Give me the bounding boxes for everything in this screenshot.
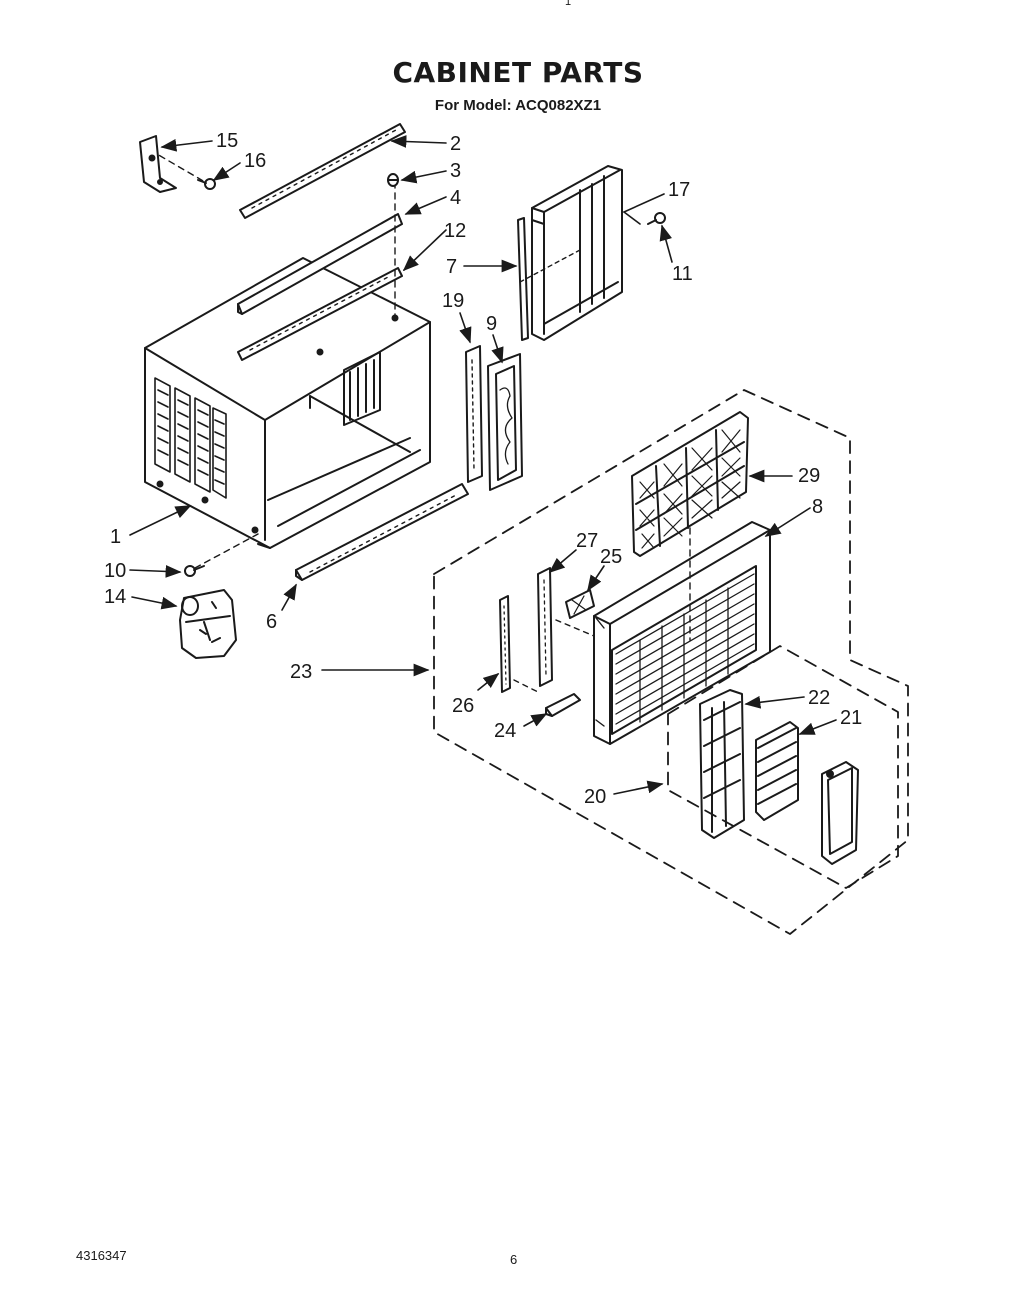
label-part: [565, 589, 595, 619]
foam-panel-part: [487, 353, 523, 491]
foam-block-part: [545, 693, 581, 717]
callout-25: 25: [600, 546, 622, 568]
side-curtain-frame-part: [517, 165, 623, 341]
callout-8: 8: [812, 496, 823, 518]
callout-29: 29: [798, 465, 820, 487]
front-grille-part: [593, 521, 771, 745]
callout-6: 6: [266, 611, 277, 633]
callout-22: 22: [808, 687, 830, 709]
callout-4: 4: [450, 187, 461, 209]
side-gasket-part: [465, 345, 483, 483]
vertical-gasket-part: [537, 567, 553, 687]
foam-strip-part: [499, 595, 511, 693]
air-filter-part: [631, 411, 749, 557]
model-subtitle: For Model: ACQ082XZ1: [434, 97, 602, 114]
mounting-bracket-part: [139, 135, 177, 193]
frame-screw-part: [647, 212, 666, 225]
callout-2: 2: [450, 133, 461, 155]
callout-1: 1: [110, 526, 121, 548]
parts-bag-part: [179, 589, 237, 659]
callout-14: 14: [104, 586, 126, 608]
page-number: 6: [510, 1252, 518, 1267]
callout-11: 11: [672, 263, 693, 285]
louvers-part: [755, 721, 799, 821]
cabinet-screw-part: [184, 565, 205, 577]
document-number: 4316347: [76, 1248, 127, 1263]
top-brace-part: [237, 213, 403, 315]
callout-24: 24: [494, 720, 516, 742]
bracket-screw-part: [197, 178, 216, 190]
top-page-mark: 1: [565, 0, 572, 8]
callout-7: 7: [446, 256, 457, 278]
louver-holder-part: [699, 689, 745, 839]
callout-17: 17: [668, 179, 690, 201]
callout-10: 10: [104, 560, 126, 582]
callout-12: 12: [444, 220, 466, 242]
callout-27: 27: [576, 530, 598, 552]
page-title: CABINET PARTS: [392, 56, 644, 89]
callout-9: 9: [486, 313, 497, 335]
screw-part: [387, 173, 399, 187]
callout-20: 20: [584, 786, 606, 808]
callout-21: 21: [840, 707, 862, 729]
callout-26: 26: [452, 695, 474, 717]
top-seal-strip-part: [239, 123, 406, 219]
callout-19: 19: [442, 290, 464, 312]
louver-frame-part: [821, 761, 859, 865]
cabinet-wrapper-part: [144, 257, 431, 549]
bottom-seal-strip-part: [295, 483, 469, 581]
kit-outline-20: [667, 645, 899, 889]
kit-outline-23: [433, 389, 909, 935]
callout-16: 16: [244, 150, 266, 172]
callout-15: 15: [216, 130, 238, 152]
callout-3: 3: [450, 160, 461, 182]
seal-strip-part: [237, 267, 403, 361]
callout-23: 23: [290, 661, 312, 683]
